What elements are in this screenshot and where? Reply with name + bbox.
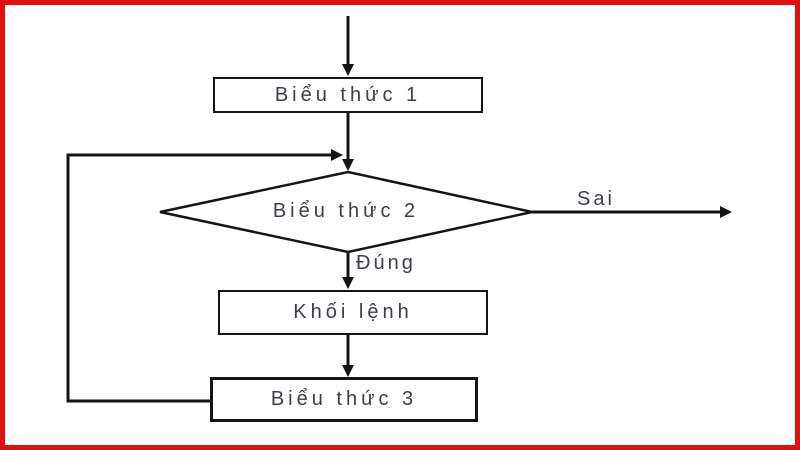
loop-back-line xyxy=(66,153,331,403)
node-expression-1: Biểu thức 1 xyxy=(213,77,483,113)
edge-label-false: Sai xyxy=(577,188,615,210)
start-arrowhead-icon xyxy=(342,64,354,76)
node-expression-3-label: Biểu thức 3 xyxy=(270,388,418,410)
expr1-to-cond-arrowhead-icon xyxy=(342,159,354,171)
false-branch-arrowhead-icon xyxy=(720,206,732,218)
node-statement-block-label: Khối lệnh xyxy=(293,301,413,323)
node-expression-2-label: Biểu thức 2 xyxy=(272,199,420,222)
body-to-expr3-arrowhead-icon xyxy=(342,365,354,377)
edge-label-true: Đúng xyxy=(356,252,416,274)
loop-back-arrowhead-icon xyxy=(331,149,343,161)
true-branch-arrowhead-icon xyxy=(342,277,354,289)
node-expression-2: Biểu thức 2 xyxy=(160,170,532,252)
node-statement-block: Khối lệnh xyxy=(218,290,488,335)
node-expression-3: Biểu thức 3 xyxy=(210,377,478,422)
node-expression-1-label: Biểu thức 1 xyxy=(274,83,422,106)
